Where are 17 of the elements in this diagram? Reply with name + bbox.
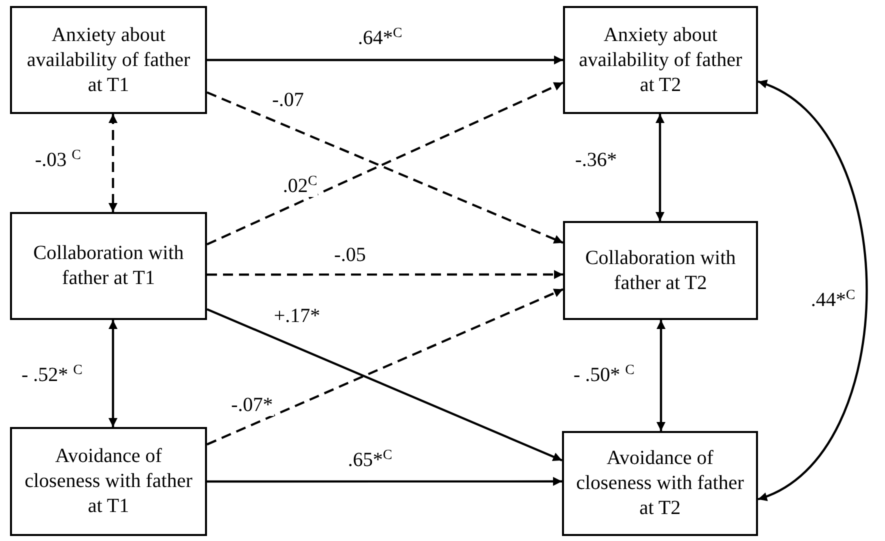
double-headed-arrow bbox=[758, 80, 868, 500]
path-coefficient: .02$^{C}$ bbox=[282, 175, 318, 197]
arrow bbox=[206, 308, 562, 462]
arrow bbox=[207, 476, 562, 486]
double-headed-arrow bbox=[655, 114, 665, 222]
variable-box: Avoidance of closeness with father at T2 bbox=[562, 431, 758, 536]
arrow bbox=[207, 56, 564, 65]
double-headed-arrow bbox=[656, 320, 666, 432]
variable-box: Collaboration with father at T2 bbox=[563, 221, 758, 320]
variable-box: Avoidance of closeness with father at T1 bbox=[10, 427, 207, 536]
double-headed-arrow bbox=[108, 114, 118, 212]
variable-box: Anxiety about availability of father at T2 bbox=[563, 6, 758, 114]
variable-box: Anxiety about availability of father at T1 bbox=[10, 6, 207, 114]
arrow bbox=[206, 288, 564, 446]
double-headed-arrow bbox=[108, 320, 118, 428]
variable-box: Collaboration with father at T1 bbox=[10, 212, 207, 320]
arrow bbox=[207, 270, 564, 279]
